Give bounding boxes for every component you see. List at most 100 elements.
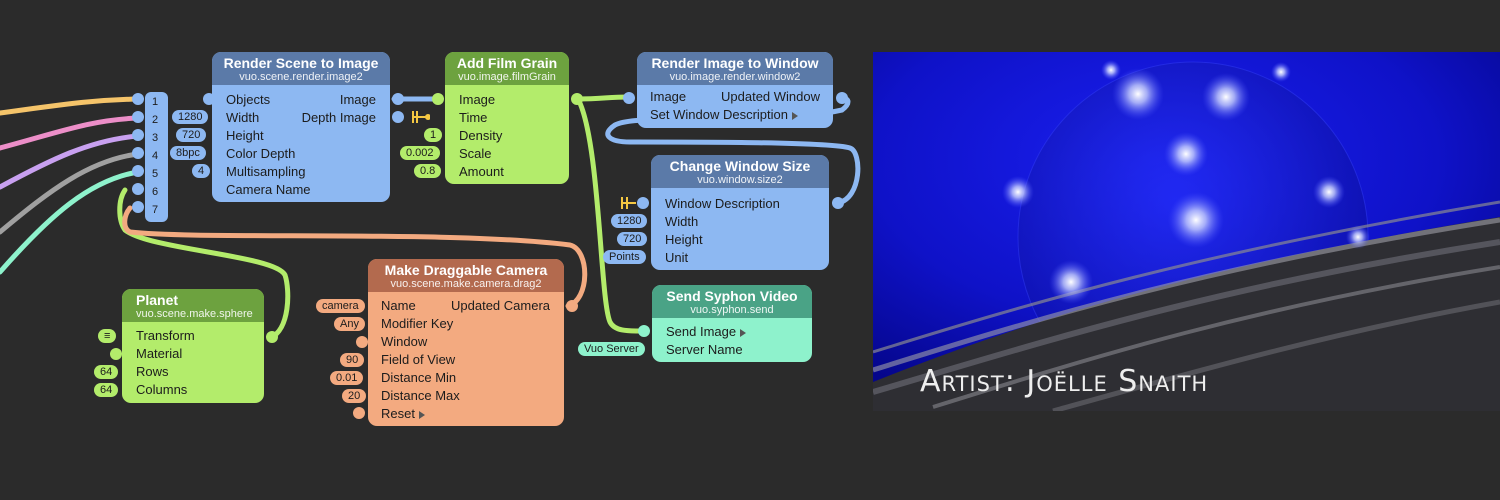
const-columns[interactable]: 64: [94, 383, 119, 397]
size-out-pin[interactable]: [832, 197, 844, 209]
cable-window-to-size: [605, 95, 861, 206]
planet-out-pin[interactable]: [266, 331, 278, 343]
port-scale[interactable]: Scale: [459, 146, 492, 161]
node-title: Render Scene to Image: [223, 55, 379, 71]
const-size-width[interactable]: 1280: [611, 214, 648, 228]
const-rows[interactable]: 64: [94, 365, 119, 379]
port-out-updated-window[interactable]: Updated Window: [721, 89, 820, 104]
port-distance-max[interactable]: Distance Max: [381, 388, 460, 403]
node-title: Send Syphon Video: [666, 288, 798, 304]
hub-port-5[interactable]: 5: [152, 168, 159, 180]
port-multisampling[interactable]: Multisampling: [226, 164, 306, 179]
const-amount[interactable]: 0.8: [414, 164, 442, 178]
port-field-of-view[interactable]: Field of View: [381, 352, 456, 367]
node-title: Change Window Size: [669, 158, 811, 174]
time-event-icon: [412, 111, 430, 123]
hub-port-1[interactable]: 1: [152, 96, 159, 108]
port-set-window-description[interactable]: Set Window Description: [650, 106, 798, 124]
const-field-of-view[interactable]: 90: [340, 353, 365, 367]
planet-in-pin-material[interactable]: [110, 348, 122, 360]
port-modifier-key[interactable]: Modifier Key: [381, 316, 454, 331]
hub-port-7[interactable]: 7: [152, 204, 159, 216]
camera-out-pin[interactable]: [566, 300, 578, 312]
const-density[interactable]: 1: [424, 128, 443, 142]
hub-port-2[interactable]: 2: [152, 114, 159, 126]
render-out-pin-image[interactable]: [392, 93, 404, 105]
render-in-pin-objects[interactable]: [203, 93, 215, 105]
const-distance-max[interactable]: 20: [342, 389, 367, 403]
port-width[interactable]: Width: [226, 110, 260, 125]
const-server-name[interactable]: Vuo Server: [578, 342, 645, 356]
window-out-pin-updated[interactable]: [836, 92, 848, 104]
triangle-icon: [792, 111, 798, 120]
const-size-height[interactable]: 720: [617, 232, 648, 246]
port-server-name[interactable]: Server Name: [666, 342, 743, 357]
port-out-depth-image[interactable]: Depth Image: [301, 110, 376, 125]
hub-in-pin-6[interactable]: [132, 183, 144, 195]
input-splitter-node[interactable]: 1 2 3 4 5 6 7: [145, 92, 168, 222]
const-color-depth[interactable]: 8bpc: [170, 146, 206, 160]
const-height[interactable]: 720: [176, 128, 207, 142]
const-modifier-key[interactable]: Any: [334, 317, 365, 331]
hub-in-pin-3[interactable]: [132, 129, 144, 141]
hub-port-6[interactable]: 6: [152, 186, 159, 198]
port-density[interactable]: Density: [459, 128, 503, 143]
port-unit[interactable]: Unit: [665, 250, 689, 265]
hub-in-pin-4[interactable]: [132, 147, 144, 159]
camera-in-pin-window[interactable]: [356, 336, 368, 348]
port-transform[interactable]: Transform: [136, 328, 195, 343]
port-window-description[interactable]: Window Description: [665, 196, 780, 211]
window-in-pin-image[interactable]: [623, 92, 635, 104]
node-class: vuo.window.size2: [697, 174, 783, 186]
const-multisampling[interactable]: 4: [192, 164, 211, 178]
render-out-pin-depth[interactable]: [392, 111, 404, 123]
port-width[interactable]: Width: [665, 214, 699, 229]
const-size-unit[interactable]: Points: [603, 250, 646, 264]
port-send-image[interactable]: Send Image: [666, 323, 747, 341]
hub-port-3[interactable]: 3: [152, 132, 159, 144]
const-transform[interactable]: ≡: [98, 329, 117, 343]
port-window[interactable]: Window: [381, 334, 428, 349]
port-distance-min[interactable]: Distance Min: [381, 370, 457, 385]
const-width[interactable]: 1280: [172, 110, 209, 124]
port-color-depth[interactable]: Color Depth: [226, 146, 296, 161]
hub-port-4[interactable]: 4: [152, 150, 159, 162]
node-title: Make Draggable Camera: [384, 262, 548, 278]
cable-camera-to-hub: [122, 205, 588, 309]
const-distance-min[interactable]: 0.01: [330, 371, 364, 385]
port-time[interactable]: Time: [459, 110, 488, 125]
camera-in-pin-reset[interactable]: [353, 407, 365, 419]
const-scale[interactable]: 0.002: [400, 146, 440, 160]
grain-in-pin-image[interactable]: [432, 93, 444, 105]
node-title: Planet: [136, 292, 179, 308]
port-height[interactable]: Height: [226, 128, 264, 143]
port-image[interactable]: Image: [459, 92, 496, 107]
port-amount[interactable]: Amount: [459, 164, 504, 179]
hub-in-pin-5[interactable]: [132, 165, 144, 177]
hub-in-pin-7[interactable]: [132, 201, 144, 213]
port-camera-name[interactable]: Camera Name: [226, 182, 311, 197]
port-rows[interactable]: Rows: [136, 364, 169, 379]
port-columns[interactable]: Columns: [136, 382, 188, 397]
port-objects[interactable]: Objects: [226, 92, 271, 107]
syphon-in-pin-image[interactable]: [638, 325, 650, 337]
hub-in-pin-1[interactable]: [132, 93, 144, 105]
size-in-pin-description[interactable]: [637, 197, 649, 209]
port-material[interactable]: Material: [136, 346, 183, 361]
port-image[interactable]: Image: [650, 89, 687, 104]
hub-in-pin-2[interactable]: [132, 111, 144, 123]
port-height[interactable]: Height: [665, 232, 703, 247]
port-out-updated-camera[interactable]: Updated Camera: [451, 298, 550, 313]
const-camera-name[interactable]: camera: [316, 299, 365, 313]
port-reset[interactable]: Reset: [381, 405, 425, 423]
port-name[interactable]: Name: [381, 298, 416, 313]
port-out-image[interactable]: Image: [339, 92, 376, 107]
grain-out-pin-image[interactable]: [571, 93, 583, 105]
